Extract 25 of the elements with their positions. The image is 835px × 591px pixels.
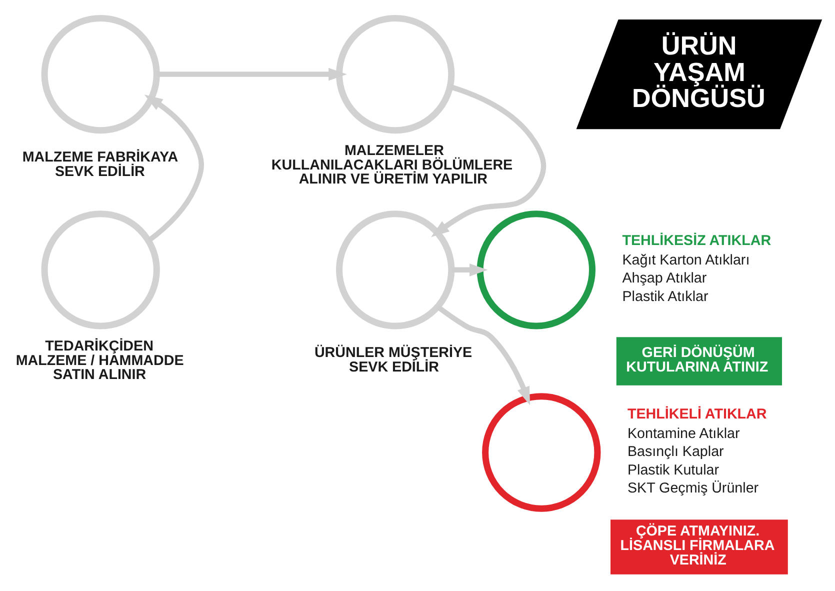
node-circle xyxy=(41,14,160,134)
node-label: Ahşap Atıklar xyxy=(622,270,707,286)
node-label: Plastik Kutular xyxy=(627,462,720,478)
node-circle xyxy=(476,210,596,329)
node-label: TEHLİKESİZ ATIKLAR xyxy=(622,232,772,248)
arrow xyxy=(436,304,530,405)
node-label: TEHLİKELİ ATIKLAR xyxy=(627,406,767,422)
node-label: Kağıt Karton Atıkları xyxy=(622,252,750,268)
node-label: MALZEMELER KULLANILACAKLARI BÖLÜMLERE ALINIR VE ÜRETİM YAPILIR xyxy=(271,142,513,188)
node-circle xyxy=(336,210,455,329)
arrow xyxy=(431,84,546,237)
node-circle xyxy=(336,14,455,134)
node-label: ÜRÜNLER MÜŞTERİYE SEVK EDİLİR xyxy=(314,344,472,375)
node-label: Kontamine Atıklar xyxy=(627,425,740,442)
arrow xyxy=(157,67,347,80)
node-box: ÇÖPE ATMAYINIZ. LİSANSLI FİRMALARA VERİNİZ xyxy=(610,519,788,574)
arrow xyxy=(144,94,204,242)
node-label: TEDARİKÇİDEN MALZEME / HAMMADDE SATIN ALINIR xyxy=(16,338,184,383)
node-circle xyxy=(482,392,601,512)
node-box: GERİ DÖNÜŞÜM KUTULARINA ATINIZ xyxy=(616,336,782,385)
node-circle xyxy=(41,210,160,329)
node-label: Basınçlı Kaplar xyxy=(627,444,724,460)
node-label: MALZEME FABRİKAYA SEVK EDİLİR xyxy=(22,148,178,180)
node-label: SKT Geçmiş Ürünler xyxy=(627,480,759,496)
node-label: Plastik Atıklar xyxy=(622,288,708,304)
